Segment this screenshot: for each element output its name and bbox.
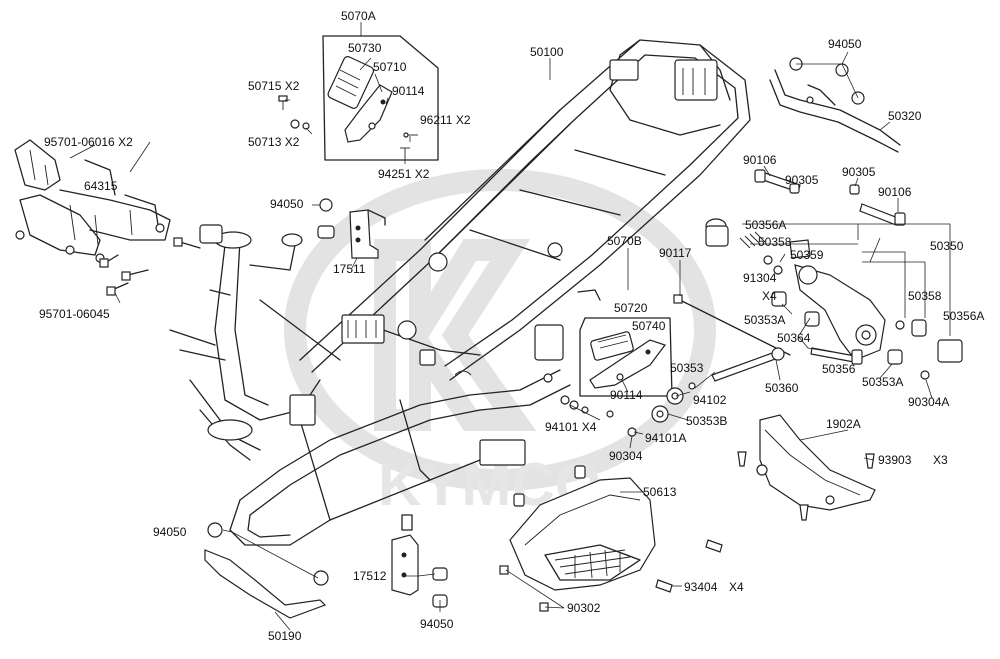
label-90114-b: 90114 — [610, 388, 643, 402]
label-90305-b: 90305 — [842, 165, 876, 179]
label-94251: 94251 X2 — [378, 167, 430, 181]
label-50356A-b: 50356A — [943, 309, 984, 323]
label-50613: 50613 — [643, 485, 677, 499]
label-50356: 50356 — [822, 362, 856, 376]
label-94101A: 94101A — [645, 431, 686, 445]
label-50720: 50720 — [614, 301, 648, 315]
label-91304: 91304 — [743, 271, 777, 285]
label-50100: 50100 — [530, 45, 564, 59]
label-64315: 64315 — [84, 179, 118, 193]
bolt-95701-06045 — [99, 237, 201, 296]
pins-96211-94251 — [400, 132, 418, 158]
label-95701-06016: 95701-06016 X2 — [44, 135, 133, 149]
label-50350: 50350 — [930, 239, 964, 253]
label-x4-a: X4 — [762, 289, 777, 303]
bracket-50320 — [769, 57, 901, 153]
label-50713: 50713 X2 — [248, 135, 300, 149]
label-90304: 90304 — [609, 449, 643, 463]
label-x3: X3 — [933, 453, 948, 467]
side-cover-1902A — [737, 414, 876, 521]
label-50353B: 50353B — [686, 414, 727, 428]
label-50360: 50360 — [765, 381, 799, 395]
group-5070A — [322, 35, 439, 161]
label-50740: 50740 — [632, 319, 666, 333]
label-90106-a: 90106 — [743, 153, 777, 167]
nut-94050-upper — [317, 198, 335, 239]
label-17511: 17511 — [333, 262, 366, 276]
leader-lines — [69, 22, 951, 631]
label-5070B: 5070B — [607, 234, 642, 248]
label-5070A: 5070A — [341, 9, 376, 23]
part-labels: 5070A 50730 50710 90114 50715 X2 50713 X… — [39, 9, 984, 643]
label-96211: 96211 X2 — [420, 113, 471, 127]
label-90106-b: 90106 — [878, 185, 912, 199]
label-50730: 50730 — [348, 41, 382, 55]
label-94102: 94102 — [693, 393, 727, 407]
label-90305-a: 90305 — [785, 173, 819, 187]
group-5070B — [577, 289, 673, 397]
label-94050-c: 94050 — [153, 525, 187, 539]
label-95701-06045: 95701-06045 — [39, 307, 110, 321]
label-94050-a: 94050 — [270, 197, 304, 211]
label-50353: 50353 — [670, 361, 704, 375]
label-50710: 50710 — [373, 60, 407, 74]
label-50364: 50364 — [777, 331, 811, 345]
label-50358-a: 50358 — [758, 235, 792, 249]
under-cover-50613 — [499, 465, 723, 612]
bracket-17511 — [349, 209, 386, 259]
bracket-17512 — [391, 514, 448, 608]
label-93404: 93404 — [684, 580, 718, 594]
label-94050-b: 94050 — [828, 37, 862, 51]
label-50190: 50190 — [268, 629, 302, 643]
label-50353A-b: 50353A — [862, 375, 903, 389]
label-90304A: 90304A — [908, 395, 949, 409]
label-90114-a: 90114 — [392, 84, 425, 98]
label-50358-b: 50358 — [908, 289, 942, 303]
label-50356A-a: 50356A — [745, 218, 786, 232]
label-1902A: 1902A — [826, 417, 861, 431]
label-50353A-a: 50353A — [744, 313, 785, 327]
label-93903: 93903 — [878, 453, 912, 467]
bracket-50190 — [204, 522, 329, 619]
screws-50715-50713 — [278, 95, 310, 130]
label-90302: 90302 — [567, 601, 601, 615]
engine-hanger-50350 — [673, 169, 963, 382]
label-94101: 94101 X4 — [545, 420, 597, 434]
label-17512: 17512 — [353, 569, 387, 583]
label-50320: 50320 — [888, 109, 922, 123]
front-bracket-64315 — [14, 139, 171, 263]
label-90117: 90117 — [659, 246, 692, 260]
label-x4-b: X4 — [729, 580, 744, 594]
label-50715: 50715 X2 — [248, 79, 300, 93]
label-50359: 50359 — [790, 248, 824, 262]
label-94050-d: 94050 — [420, 617, 454, 631]
